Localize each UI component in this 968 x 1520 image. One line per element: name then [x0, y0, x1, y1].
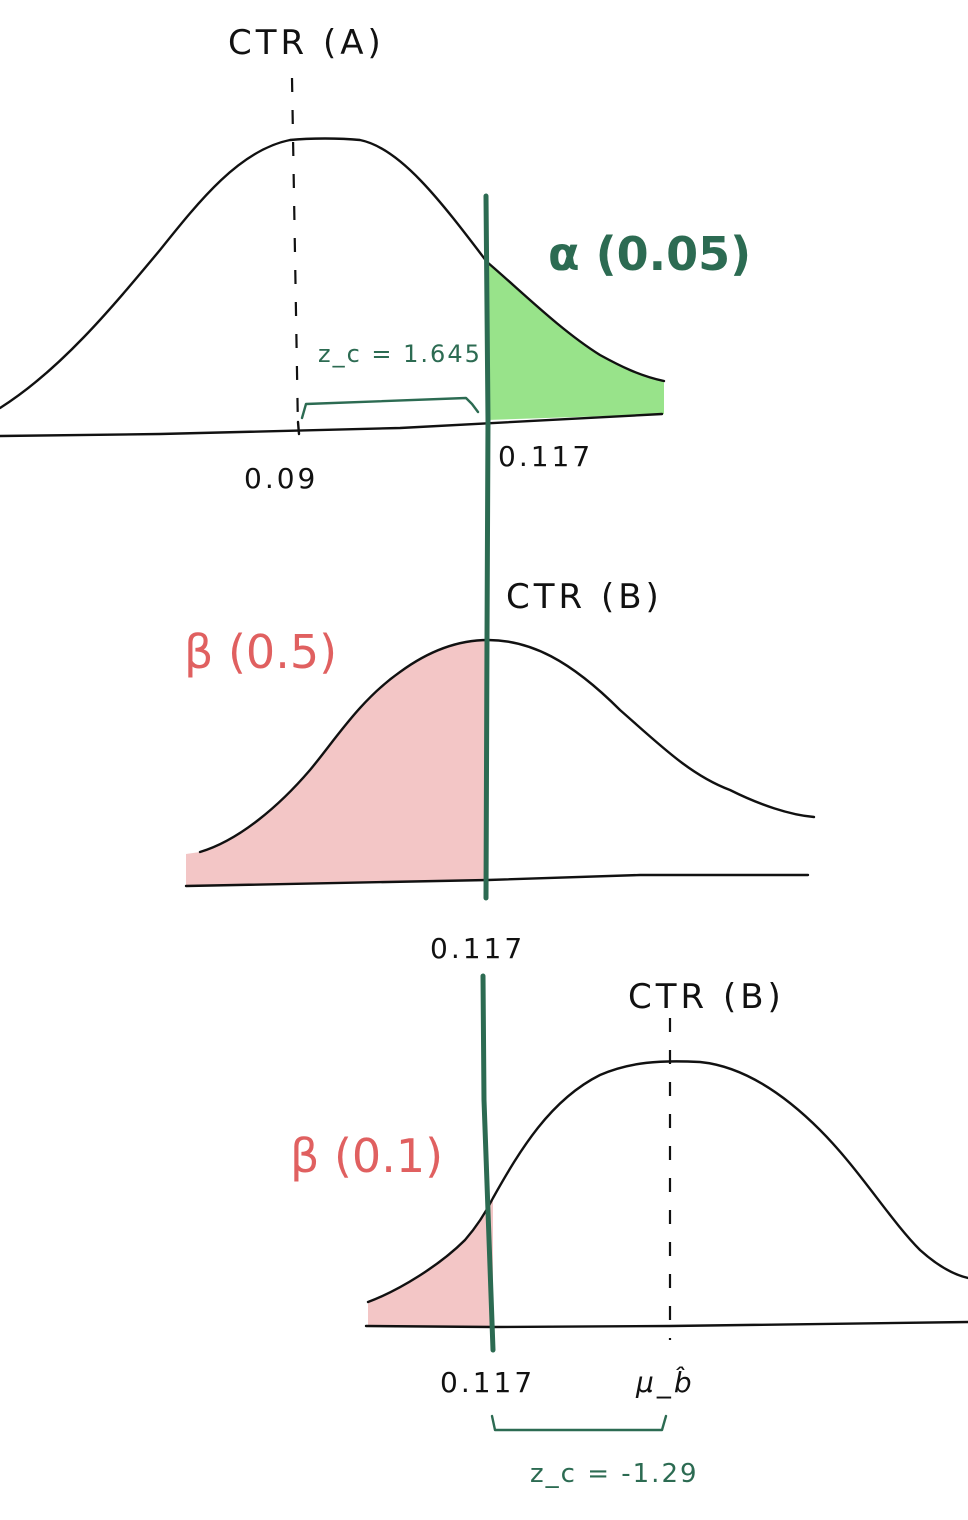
mean-tick-mark-a	[296, 420, 301, 436]
beta-region-c	[368, 1198, 493, 1326]
z-label-c: z_c = -1.29	[530, 1459, 699, 1489]
title-ctr-b-lower: CTR (B)	[628, 977, 785, 1017]
curve-c	[366, 1060, 968, 1304]
tick-label-mean-a: 0.09	[244, 462, 318, 495]
curve-a	[0, 137, 666, 410]
title-ctr-a: CTR (A)	[228, 23, 385, 63]
panel-ctr-b-half: CTR (B) β (0.5) 0.117	[184, 577, 816, 965]
alpha-label: α (0.05)	[548, 227, 751, 281]
critical-value-line-lower	[480, 973, 496, 1353]
panel-ctr-a: CTR (A) α (0.05) z_c = 1.645 0.09 0.117	[0, 23, 751, 495]
beta-label-b: β (0.5)	[184, 625, 337, 679]
z-label-a: z_c = 1.645	[318, 340, 482, 368]
axis-b	[184, 873, 810, 888]
panel-ctr-b-tenth: CTR (B) β (0.1) 0.117 μ_b̂ z_c = -1.29	[290, 973, 968, 1489]
axis-c	[364, 1320, 968, 1329]
mean-line-a	[290, 77, 300, 431]
z-bracket-c	[490, 1414, 668, 1432]
title-ctr-b: CTR (B)	[506, 577, 663, 617]
critical-value-line-upper	[483, 193, 491, 901]
axis-a	[0, 412, 664, 438]
beta-region-b	[186, 640, 488, 886]
tick-label-mean-c: μ_b̂	[635, 1366, 695, 1399]
tick-label-critical-a: 0.117	[498, 440, 593, 473]
tick-label-critical-b: 0.117	[430, 932, 525, 965]
z-bracket-a	[300, 396, 480, 420]
tick-label-critical-c: 0.117	[440, 1366, 535, 1399]
beta-label-c: β (0.1)	[290, 1129, 443, 1183]
